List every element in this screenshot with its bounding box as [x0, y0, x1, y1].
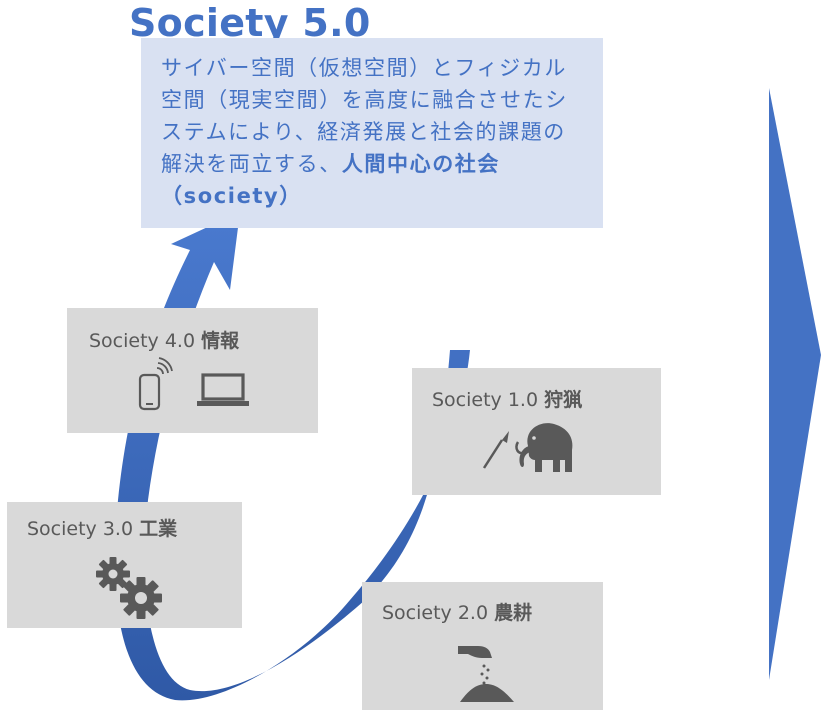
stage-name: 狩猟 [544, 389, 583, 411]
stage-name: 農耕 [494, 602, 533, 624]
stage-version: Society 2.0 [382, 602, 489, 624]
description-text: サイバー空間（仮想空間）とフィジカル空間（現実空間）を高度に融合させたシステムに… [161, 56, 568, 176]
stage-box-society-3: Society 3.0 工業 [7, 502, 242, 628]
stage-version: Society 3.0 [27, 518, 134, 540]
spear-icon [482, 431, 509, 469]
stage-name: 情報 [201, 330, 240, 352]
society-5-description: サイバー空間（仮想空間）とフィジカル空間（現実空間）を高度に融合させたシステムに… [141, 38, 603, 228]
description-highlight: 人間中心の社会（society） [161, 152, 501, 208]
laptop-icon [197, 373, 249, 406]
sowing-seeds-icon [458, 646, 514, 702]
smartphone-icon [138, 357, 173, 411]
stage-version: Society 1.0 [432, 389, 539, 411]
stage-box-society-1: Society 1.0 狩猟 [412, 368, 661, 495]
page-title: Society 5.0 [129, 1, 371, 45]
mammoth-icon [515, 423, 573, 472]
stage-box-society-4: Society 4.0 情報 [67, 308, 318, 433]
stage-name: 工業 [139, 518, 178, 540]
gears-icon [96, 557, 162, 619]
stage-box-society-2: Society 2.0 農耕 [362, 582, 603, 710]
stage-version: Society 4.0 [89, 330, 196, 352]
